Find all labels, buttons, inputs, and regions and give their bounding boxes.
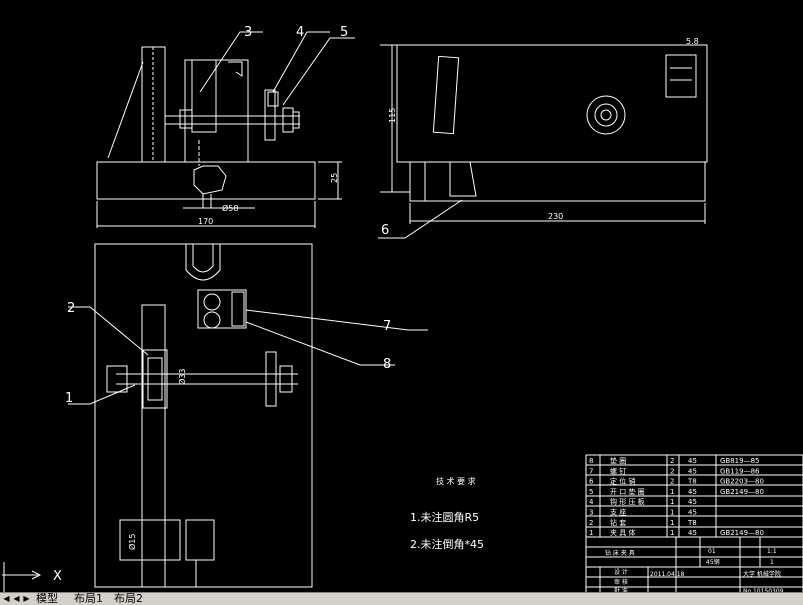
- bom-cell: 1: [589, 529, 593, 537]
- dim-115: 115: [388, 108, 397, 123]
- bom-cell: 钻 套: [610, 518, 626, 527]
- bom-cell: 定 位 销: [610, 477, 635, 486]
- tech-item-1: 1.未注圆角R5: [410, 510, 479, 524]
- bom-cell: 2: [589, 519, 593, 527]
- callout-6: 6: [381, 223, 389, 238]
- bom-cell: 2: [670, 478, 674, 486]
- bom-cell: 5: [589, 488, 593, 496]
- bom-cell: 螺 钉: [610, 466, 626, 475]
- bom-cell: 垫 圈: [610, 456, 626, 465]
- tab-first-icon[interactable]: ◀: [3, 594, 10, 603]
- bom-cell: 6: [589, 478, 594, 486]
- bom-cell: T8: [687, 478, 697, 486]
- bom-table: [585, 454, 803, 596]
- bom-cell: 8: [589, 457, 593, 465]
- tab-layout1[interactable]: 布局1: [74, 592, 103, 605]
- bom-cell: GB2149—80: [720, 488, 764, 496]
- bom-cell: 2: [670, 467, 674, 475]
- tb-date: 2011.04.18: [650, 571, 685, 578]
- bom-cell: GB819—85: [720, 457, 760, 465]
- bom-cell: 1: [670, 529, 674, 537]
- bom-cell: 夹 具 体: [610, 528, 635, 537]
- ucs-icon: [2, 562, 42, 592]
- bom-cell: GB2203—80: [720, 478, 764, 486]
- callout-4: 4: [296, 25, 304, 40]
- tab-model[interactable]: 模型: [36, 592, 58, 605]
- ucs-x-label: X: [53, 569, 62, 584]
- dim-plan-bottom: Ø15: [127, 534, 137, 550]
- tb-code: No.10150309: [743, 588, 784, 595]
- callout-2: 2: [67, 301, 75, 316]
- callout-7: 7: [383, 319, 391, 334]
- bom-cell: GB2149—80: [720, 529, 764, 537]
- front-view: [96, 31, 355, 228]
- tb-checker: 审 核: [614, 578, 628, 586]
- callout-8: 8: [383, 357, 391, 372]
- callout-5: 5: [340, 25, 348, 40]
- bom-cell: 钩 形 压 板: [610, 497, 645, 506]
- side-view: [378, 44, 708, 239]
- bom-cell: 开 口 垫 圈: [610, 487, 645, 496]
- tb-name: 钻 床 夹 具: [605, 549, 635, 557]
- dim-5-8: 5.8: [686, 37, 699, 46]
- dim-170: 170: [198, 217, 213, 226]
- bom-cell: 1: [670, 509, 674, 517]
- bom-cell: 45: [688, 498, 697, 506]
- bom-cell: 1: [670, 498, 674, 506]
- tb-sheet: 01: [708, 548, 716, 555]
- bom-cell: 7: [589, 467, 593, 475]
- plan-view: [68, 243, 428, 588]
- callout-3: 3: [244, 25, 252, 40]
- tb-school: 大学 机械学院: [743, 570, 781, 578]
- tb-material: 45钢: [706, 558, 720, 566]
- bom-cell: 2: [670, 457, 674, 465]
- dim-230: 230: [548, 212, 563, 221]
- bom-cell: 45: [688, 467, 697, 475]
- tb-scale: 1:1: [767, 548, 777, 555]
- callout-1: 1: [65, 391, 73, 406]
- bom-cell: 1: [670, 488, 674, 496]
- bom-cell: 45: [688, 509, 697, 517]
- tech-title: 技 术 要 求: [436, 476, 476, 486]
- bom-cell: 支 座: [610, 508, 626, 517]
- bom-cell: 3: [589, 509, 593, 517]
- bom-cell: GB119—86: [720, 467, 760, 475]
- layout-tab-bar: ◀ ◀ ▶ 模型 布局1 布局2: [0, 592, 803, 605]
- tb-approver: 批 准: [614, 587, 628, 595]
- tb-count: 1: [770, 559, 774, 566]
- tb-drafter: 设 计: [614, 568, 628, 576]
- dim-pin: Ø58: [222, 203, 238, 213]
- bom-cell: 1: [670, 519, 674, 527]
- tab-prev-icon[interactable]: ◀: [13, 594, 20, 603]
- tech-item-2: 2.未注倒角*45: [410, 537, 484, 551]
- bom-cell: 45: [688, 529, 697, 537]
- tab-layout2[interactable]: 布局2: [114, 592, 143, 605]
- bom-cell: 45: [688, 457, 697, 465]
- bom-cell: T8: [687, 519, 697, 527]
- tab-next-icon[interactable]: ▶: [23, 594, 30, 603]
- bom-cell: 45: [688, 488, 697, 496]
- dim-25: 25: [330, 173, 339, 183]
- dim-plan-dia: Ø33: [177, 369, 187, 385]
- bom-cell: 4: [589, 498, 594, 506]
